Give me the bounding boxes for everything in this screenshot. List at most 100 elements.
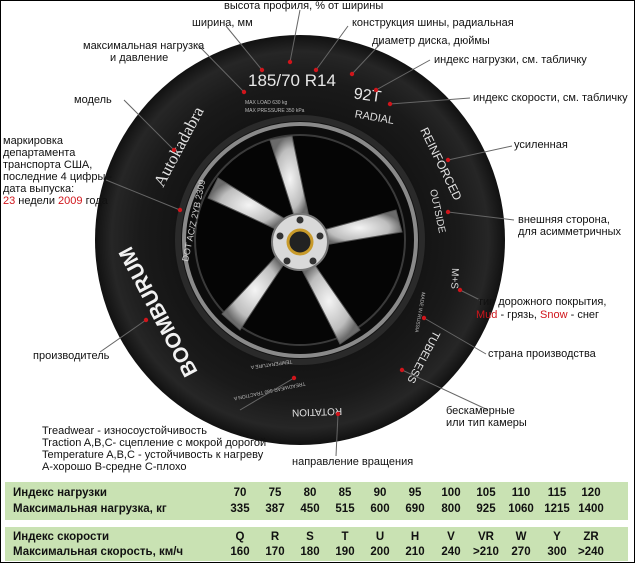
max-speed-row: Максимальная скорость, км/ч 160 170 180 …: [5, 544, 628, 560]
max-load-cell: 1060: [508, 503, 534, 515]
label-grades: А-хорошо В-средне С-плохо: [42, 461, 187, 473]
max-speed-cell: 270: [511, 546, 531, 558]
speed-index-table: Индекс скорости Q R S T U H V VR W Y ZR …: [5, 527, 628, 561]
max-load-cell: 600: [370, 503, 390, 515]
tire-temperature-text: TEMPERATURE A: [250, 358, 293, 370]
label-road-mud: Mud: [476, 309, 498, 321]
load-index-cell: 95: [408, 487, 422, 499]
load-index-cell: 110: [511, 487, 531, 499]
tire-max-load-small: MAX LOAD 630 kg: [245, 100, 287, 106]
label-dot-4: последние 4 цифры -: [3, 171, 113, 183]
max-load-cell: 925: [476, 503, 496, 515]
load-index-cell: 85: [338, 487, 352, 499]
label-traction: Traction A,B,C- сцепление с мокрой дорог…: [42, 437, 267, 449]
load-index-header: Индекс нагрузки: [13, 487, 107, 499]
label-road-1: тип дорожного покрытия,: [478, 296, 607, 308]
tire-max-pressure-small: MAX PRESSURE 350 kPa: [245, 108, 305, 114]
max-load-cell: 1400: [578, 503, 604, 515]
label-dot-6: 23 недели 2009 года: [3, 195, 108, 208]
max-load-cell: 800: [441, 503, 461, 515]
label-treadwear: Treadwear - износоустойчивость: [42, 425, 207, 437]
speed-index-header: Индекс скорости: [13, 531, 110, 543]
tire-bead-ring: [175, 115, 425, 365]
label-road-end: - снег: [567, 309, 600, 321]
label-temperature: Temperature A,B,C - устойчивость к нагре…: [42, 449, 264, 461]
label-tubeless-2: или тип камеры: [446, 417, 527, 429]
speed-index-cell: W: [515, 531, 527, 543]
label-road-2: Mud - грязь, Snow - снег: [476, 309, 599, 322]
label-dot-5: дата выпуска:: [3, 183, 75, 195]
speed-index-cell: Y: [553, 531, 561, 543]
max-speed-cell: 300: [547, 546, 567, 558]
label-max-load-1: максимальная нагрузка: [83, 40, 205, 52]
max-speed-cell: 210: [405, 546, 425, 558]
label-country: страна производства: [488, 348, 596, 360]
max-speed-cell: 200: [370, 546, 390, 558]
label-dot-week: 23: [3, 195, 16, 207]
label-road-snow: Snow: [540, 309, 568, 321]
load-index-cell: 75: [268, 487, 282, 499]
tire-rotation-text: ROTATION: [292, 405, 343, 418]
label-outside-2: для асимметричных: [518, 226, 622, 238]
max-load-row: Максимальная нагрузка, кг 335 387 450 51…: [5, 501, 628, 517]
tire-ms-text: M+S: [448, 268, 460, 290]
label-dot-mid: недели: [15, 195, 59, 207]
max-speed-cell: 160: [230, 546, 250, 558]
load-index-table: Индекс нагрузки 70 75 80 85 90 95 100 10…: [5, 482, 628, 520]
max-speed-cell: 240: [441, 546, 461, 558]
max-speed-cell: 190: [335, 546, 355, 558]
label-tubeless-1: бескамерные: [446, 405, 515, 417]
label-reinforced: усиленная: [514, 139, 568, 151]
max-speed-cell: 180: [300, 546, 320, 558]
hub-logo: [286, 228, 314, 256]
speed-index-cell: S: [306, 531, 314, 543]
label-model: модель: [74, 94, 112, 106]
max-speed-cell: 170: [265, 546, 285, 558]
label-construction: конструкция шины, радиальная: [352, 17, 514, 29]
load-index-cell: 120: [581, 487, 601, 499]
label-rim-diameter: диаметр диска, дюймы: [372, 35, 490, 47]
tire-size-text: 185/70 R14: [248, 71, 336, 90]
speed-index-cell: H: [410, 531, 420, 543]
max-speed-cell: >240: [578, 546, 604, 558]
speed-index-cell: T: [341, 531, 349, 543]
load-index-cell: 115: [547, 487, 567, 499]
label-dot-year: 2009: [58, 195, 83, 207]
label-profile-height: высота профиля, % от ширины: [224, 0, 384, 12]
speed-index-row: Индекс скорости Q R S T U H V VR W Y ZR: [5, 529, 628, 545]
label-speed-index: индекс скорости, см. табличку: [473, 92, 628, 104]
speed-index-cell: ZR: [583, 531, 599, 543]
max-speed-cell: >210: [473, 546, 499, 558]
leader-dots: [143, 59, 463, 417]
max-load-cell: 515: [335, 503, 355, 515]
label-width: ширина, мм: [192, 17, 253, 29]
label-outside-1: внешняя сторона,: [518, 214, 610, 226]
label-load-index: индекс нагрузки, см. табличку: [434, 54, 587, 66]
load-index-cell: 105: [476, 487, 496, 499]
label-max-load-2: и давление: [110, 52, 169, 64]
load-index-row: Индекс нагрузки 70 75 80 85 90 95 100 10…: [5, 485, 628, 501]
label-dot-end: года: [82, 195, 108, 207]
rim-spokes: [207, 135, 403, 345]
label-dot-3: транспорта США,: [3, 159, 93, 171]
load-index-cell: 80: [303, 487, 317, 499]
label-manufacturer: производитель: [33, 350, 110, 362]
max-load-cell: 450: [300, 503, 320, 515]
max-speed-header: Максимальная скорость, км/ч: [13, 546, 184, 558]
load-index-cell: 70: [233, 487, 247, 499]
label-dot-1: маркировка: [3, 135, 64, 147]
max-load-cell: 690: [405, 503, 425, 515]
label-dot-2: департамента: [3, 147, 76, 159]
speed-index-cell: Q: [235, 531, 245, 543]
lug-nuts: [276, 216, 324, 265]
speed-index-cell: U: [375, 531, 385, 543]
max-load-cell: 387: [265, 503, 285, 515]
label-rotation: направление вращения: [292, 456, 414, 468]
max-load-cell: 335: [230, 503, 250, 515]
load-index-cell: 100: [441, 487, 461, 499]
max-load-cell: 1215: [544, 503, 570, 515]
speed-index-cell: VR: [478, 531, 494, 543]
load-index-cell: 90: [373, 487, 387, 499]
leader-lines: [99, 9, 515, 457]
